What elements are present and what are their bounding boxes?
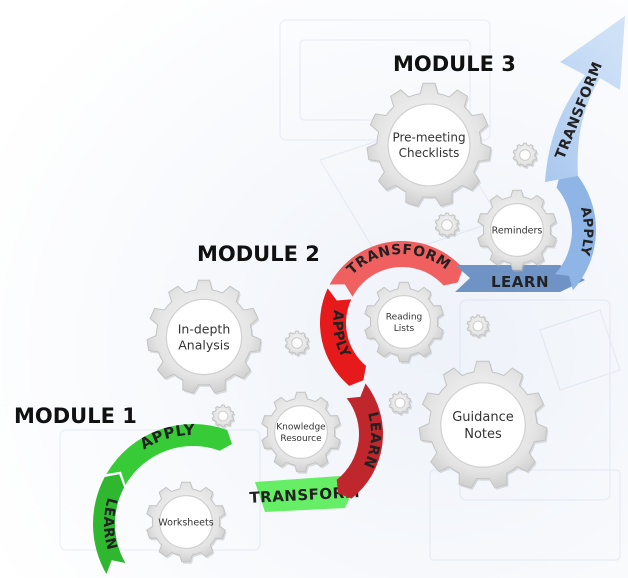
module-3-title: MODULE 3 xyxy=(393,52,516,76)
gear-reminders: Reminders xyxy=(477,189,558,272)
module-1-transform-label: TRANSFORM xyxy=(249,483,361,507)
module-1-apply-arc xyxy=(106,423,233,485)
module-3-apply-label: APPLY xyxy=(576,206,595,258)
gear-label: Reminders xyxy=(492,225,543,236)
gear-label: Lists xyxy=(394,324,415,334)
module-3-learn-arc xyxy=(455,265,585,292)
gear-label: Worksheets xyxy=(158,517,213,528)
gear-label: In-depth xyxy=(178,321,231,336)
small-gear-icon xyxy=(211,404,236,429)
module-2-apply-arc xyxy=(320,288,367,386)
module-2-transform-arc xyxy=(329,241,463,297)
gear-label: Notes xyxy=(464,427,502,442)
module-2-learn-arc xyxy=(336,383,383,499)
small-gear-icon xyxy=(512,142,539,169)
module-3-apply-arc xyxy=(555,172,596,291)
gear-label: Guidance xyxy=(452,410,514,425)
gear-label: Pre-meeting xyxy=(392,130,465,144)
small-gear-icon xyxy=(284,330,311,357)
gear-label: Reading xyxy=(386,312,423,322)
small-gear-icon xyxy=(466,314,491,339)
gear-label: Checklists xyxy=(399,146,460,160)
module-1-learn-label: LEARN xyxy=(100,496,120,552)
module-3-transform-arrow xyxy=(545,16,625,182)
gear-worksheets: Worksheets xyxy=(146,481,227,564)
gear-label: Resource xyxy=(280,434,322,444)
gear-label: Knowledge xyxy=(276,422,326,432)
gear-label: Analysis xyxy=(178,338,230,353)
small-gear-icon xyxy=(434,212,461,239)
module-3-learn-label: LEARN xyxy=(491,273,549,291)
small-gear-icon xyxy=(388,391,413,416)
module-1-title: MODULE 1 xyxy=(14,404,137,428)
module-1-learn-arc xyxy=(93,474,126,574)
module-2-title: MODULE 2 xyxy=(197,242,320,266)
module-1-transform-arc xyxy=(255,476,352,512)
